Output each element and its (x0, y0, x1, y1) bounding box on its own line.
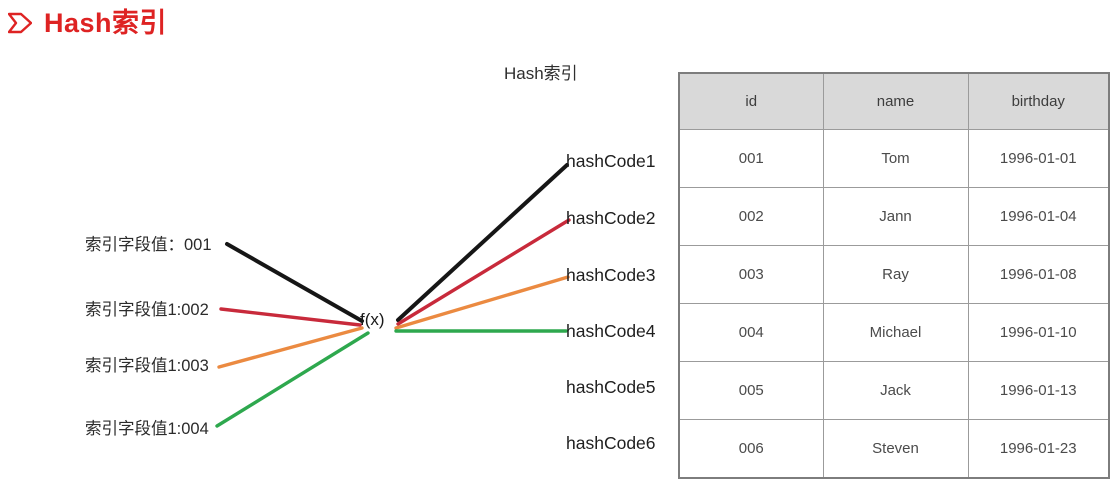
edge-value003-to-fx (217, 326, 364, 369)
hashcode-label: hashCode1 (566, 151, 656, 171)
arrow-right-icon (8, 12, 32, 34)
edge-fx-to-hashcode1 (396, 163, 569, 322)
table-cell: Tom (822, 129, 969, 188)
hashcode-label: hashCode4 (566, 321, 656, 341)
table-cell: 1996-01-23 (967, 419, 1110, 479)
table-cell: 1996-01-10 (967, 303, 1110, 362)
index-value-label: 索引字段值1:003 (85, 357, 209, 375)
table-header-cell: birthday (967, 72, 1110, 130)
table-cell: Ray (822, 245, 969, 304)
hashcode-label: hashCode2 (566, 208, 656, 228)
hashcode-label: hashCode5 (566, 377, 656, 397)
table-header-cell: id (678, 72, 824, 130)
page-title: Hash索引 (44, 8, 168, 38)
table-cell: Michael (822, 303, 969, 362)
edge-fx-to-hashcode2 (396, 218, 571, 326)
index-value-label: 索引字段值1:004 (85, 420, 209, 438)
index-value-label: 索引字段值1:002 (85, 301, 209, 319)
table-cell: 005 (678, 361, 824, 420)
table-cell: 001 (678, 129, 824, 188)
index-value-label: 索引字段值：001 (85, 236, 212, 254)
title-row: Hash索引 (8, 8, 167, 38)
table-cell: 004 (678, 303, 824, 362)
table-cell: Steven (822, 419, 969, 479)
table-header-cell: name (822, 72, 969, 130)
diagram-title: Hash索引 (504, 64, 578, 83)
table-cell: 1996-01-08 (967, 245, 1110, 304)
table-cell: 1996-01-04 (967, 187, 1110, 246)
table-cell: 1996-01-01 (967, 129, 1110, 188)
hash-function-node: f(x) (360, 310, 385, 329)
edge-fx-to-hashcode3 (394, 275, 570, 330)
table-cell: Jann (822, 187, 969, 246)
table-cell: 002 (678, 187, 824, 246)
edge-value002-to-fx (219, 307, 362, 327)
table-cell: 006 (678, 419, 824, 479)
table-cell: 003 (678, 245, 824, 304)
table-cell: Jack (822, 361, 969, 420)
edge-value001-to-fx (225, 242, 364, 323)
hashcode-label: hashCode6 (566, 433, 656, 453)
hashcode-label: hashCode3 (566, 265, 656, 285)
edge-value004-to-fx (215, 331, 370, 428)
table-cell: 1996-01-13 (967, 361, 1110, 420)
